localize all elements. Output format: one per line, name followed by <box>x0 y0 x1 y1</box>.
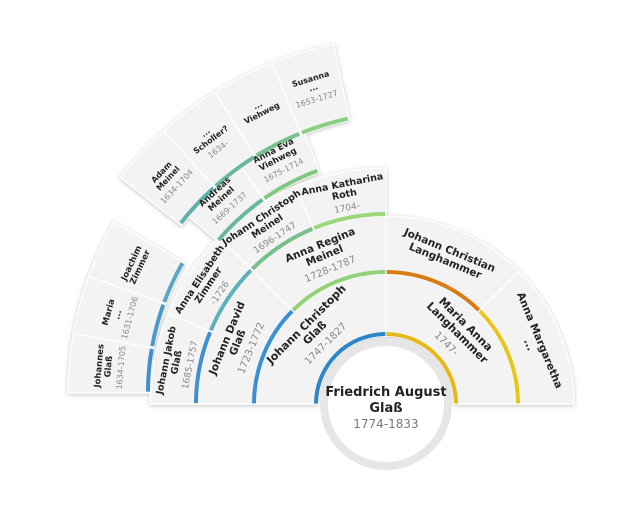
ancestor-name-line: Glaß <box>103 355 115 378</box>
ancestor-ffmf[interactable] <box>87 221 186 305</box>
ancestor-segment <box>87 221 186 305</box>
ancestor-color-band <box>386 332 458 404</box>
ancestor-color-band <box>216 198 264 242</box>
ancestor-color-band <box>263 168 319 200</box>
ancestor-years: 1704- <box>333 201 361 216</box>
root-circle <box>328 346 444 462</box>
ancestor-name-line: ... <box>521 337 537 353</box>
ancestor-name-line: ... <box>308 82 319 93</box>
ancestor-fmm[interactable] <box>294 167 387 232</box>
ancestor-color-band <box>214 155 256 188</box>
ancestor-years: 1634-1705 <box>115 346 128 390</box>
ancestor-color-band <box>386 270 481 312</box>
ancestor-color-band <box>209 268 253 332</box>
ancestor-name-line: Glaß <box>169 349 185 375</box>
ancestor-color-band <box>162 262 185 303</box>
ancestor-name-line: ... <box>252 99 264 111</box>
ancestor-color-band <box>252 309 294 404</box>
ancestor-name-line: ... <box>112 309 124 321</box>
ancestor-fmfmm[interactable] <box>271 43 351 136</box>
root-name-line-1: Friedrich August <box>325 385 446 400</box>
ancestor-color-band <box>314 332 386 404</box>
ancestor-segments <box>67 43 575 405</box>
ancestor-color-band <box>146 348 154 392</box>
ancestor-color-band <box>150 304 166 347</box>
ancestor-name-line: Johannes <box>93 344 107 389</box>
ancestor-color-band <box>291 270 386 312</box>
ancestor-name-line: ... <box>199 126 212 139</box>
ancestor-label-fmffm: ...Scholler?1634- <box>192 124 231 160</box>
ancestor-color-band <box>301 116 349 135</box>
root-name-line-2: Glaß <box>369 401 402 416</box>
ancestor-name-line: Roth <box>331 187 358 203</box>
ancestor-color-band <box>250 227 314 271</box>
ancestor-mm[interactable] <box>477 270 575 405</box>
root-years: 1774-1833 <box>353 417 418 431</box>
ancestor-color-band <box>313 212 386 230</box>
root-person[interactable]: Friedrich August Glaß 1774-1833 <box>320 338 452 470</box>
ancestor-color-band <box>194 331 212 404</box>
ancestor-color-band <box>255 131 300 158</box>
ancestor-segment <box>271 43 351 136</box>
ancestor-color-band <box>478 309 520 404</box>
ancestor-color-band <box>179 186 215 225</box>
